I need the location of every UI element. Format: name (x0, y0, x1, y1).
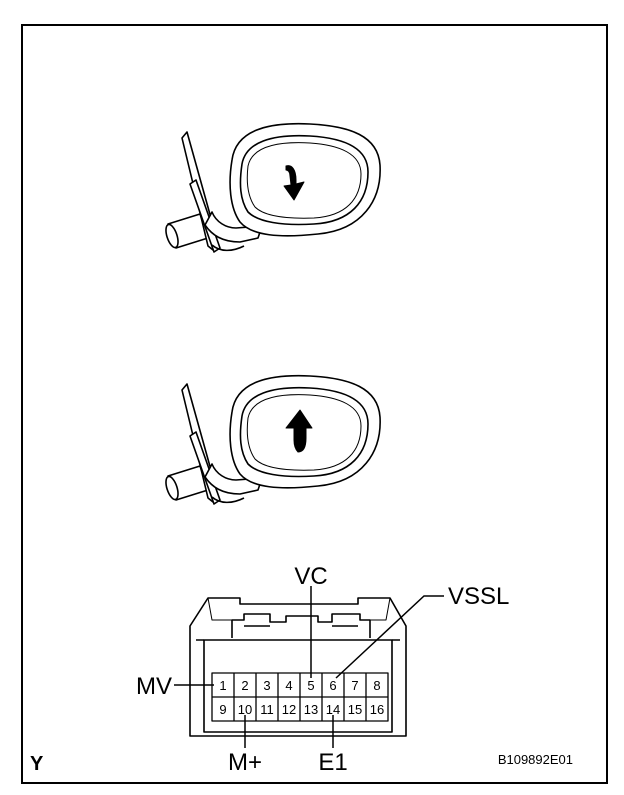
pin-6: 6 (329, 678, 336, 693)
pin-4: 4 (285, 678, 292, 693)
pin-16: 16 (370, 702, 384, 717)
pin-labels-top: 1 2 3 4 5 6 7 8 (219, 678, 380, 693)
pin-12: 12 (282, 702, 296, 717)
leader-lines (174, 586, 444, 748)
pin-7: 7 (351, 678, 358, 693)
pin-14: 14 (326, 702, 340, 717)
pin-13: 13 (304, 702, 318, 717)
pin-1: 1 (219, 678, 226, 693)
label-vssl: VSSL (448, 583, 509, 610)
arrow-up-icon (285, 409, 313, 453)
pin-8: 8 (373, 678, 380, 693)
pin-grid (211, 672, 389, 722)
mirror-arrow-down (165, 122, 381, 253)
figure-code: B109892E01 (498, 752, 573, 767)
label-mv: MV (136, 673, 172, 700)
pin-labels-bottom: 9 10 11 12 13 14 15 16 (219, 702, 384, 717)
pin-15: 15 (348, 702, 362, 717)
pin-9: 9 (219, 702, 226, 717)
label-m-plus: M+ (228, 749, 262, 776)
label-e1: E1 (318, 749, 347, 776)
connector-latch (231, 613, 371, 638)
leader-vssl (335, 595, 444, 679)
mirror-glass (239, 134, 369, 226)
corner-letter: Y (30, 753, 44, 775)
arrow-down-icon (283, 165, 305, 201)
connector (189, 597, 407, 737)
pin-5: 5 (307, 678, 314, 693)
pin-2: 2 (241, 678, 248, 693)
pin-11: 11 (260, 702, 274, 717)
pin-3: 3 (263, 678, 270, 693)
mirror-arrow-up (165, 374, 381, 505)
label-vc: VC (294, 563, 327, 590)
pin-10: 10 (238, 702, 252, 717)
